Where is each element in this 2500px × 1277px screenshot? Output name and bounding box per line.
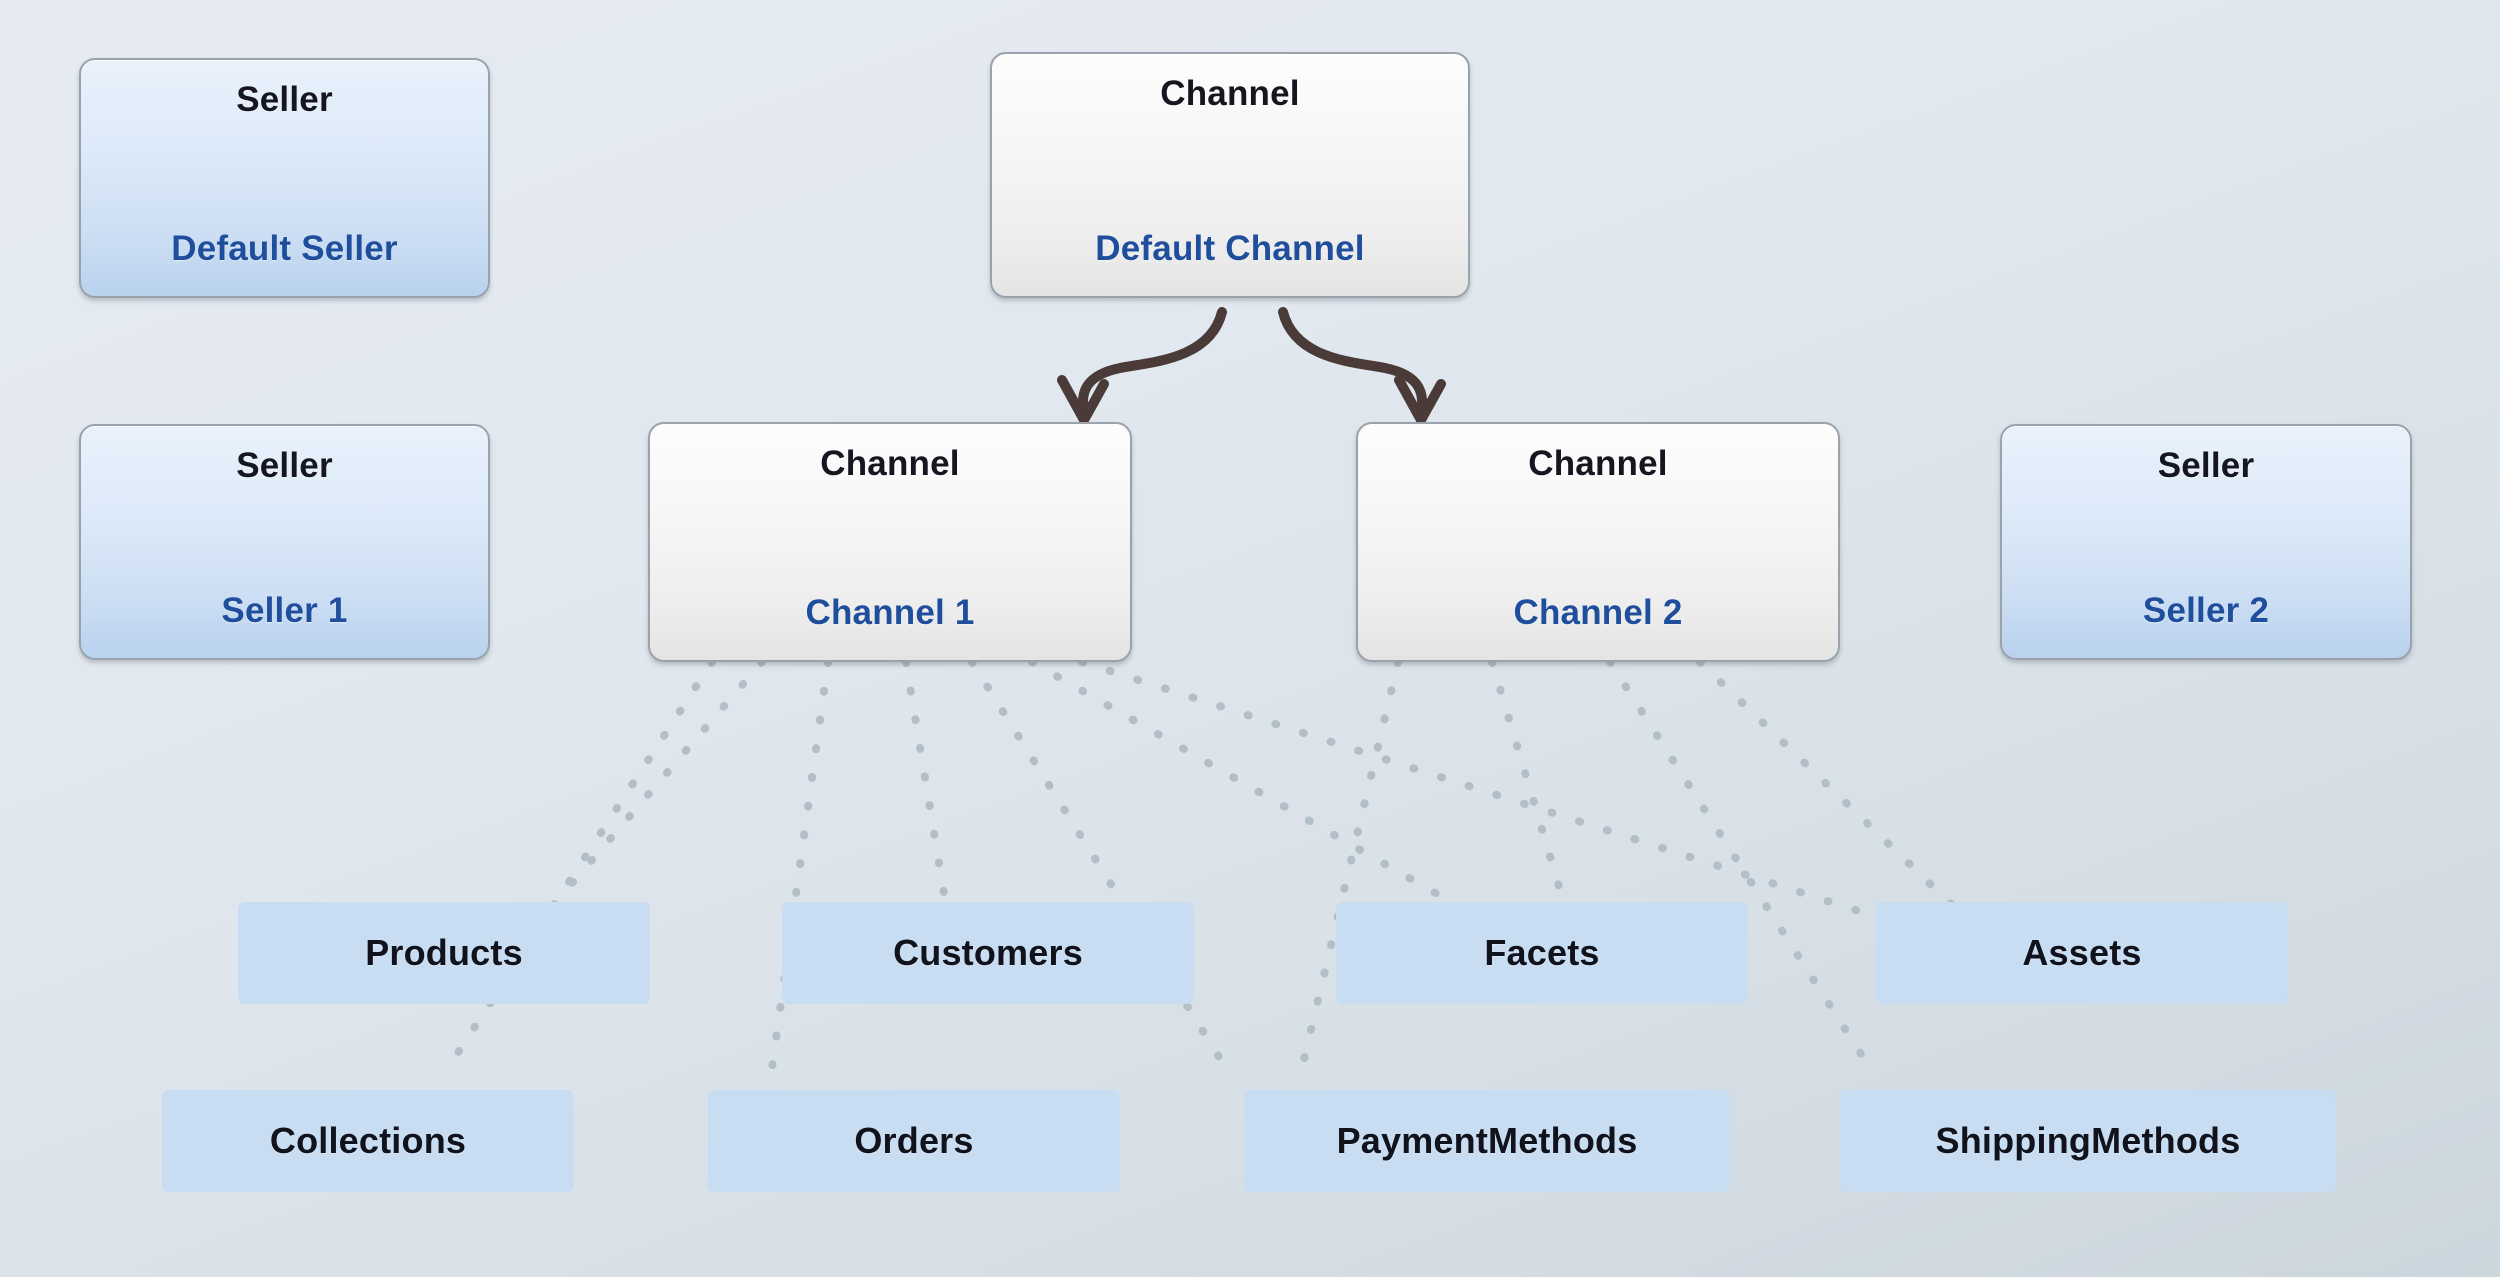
leaf-collections[interactable]: Collections [162, 1090, 574, 1192]
entity-type-label: Channel [1528, 444, 1668, 483]
entity-type-label: Seller [236, 446, 333, 485]
dotted-channel1-collections [444, 658, 716, 1072]
entity-name-label: Default Seller [171, 229, 398, 268]
leaf-facets[interactable]: Facets [1336, 902, 1748, 1004]
arrow-default-channel-to-channel2 [1278, 307, 1427, 417]
dotted-links-channel1 [444, 658, 1922, 1072]
entity-name-label: Default Channel [1095, 229, 1365, 268]
leaf-label: Customers [893, 932, 1083, 973]
dotted-channel1-paymentmethods [968, 658, 1230, 1072]
entity-type-label: Seller [2157, 446, 2255, 485]
leaf-label: Collections [269, 1120, 467, 1161]
dotted-channel2-assets [1696, 658, 1982, 934]
dotted-channel1-facets [1028, 658, 1504, 934]
leaf-assets[interactable]: Assets [1876, 902, 2288, 1004]
leaf-label: Assets [2022, 932, 2142, 973]
arrowhead-channel2 [1394, 375, 1446, 425]
entity-seller-2[interactable]: Seller Seller 2 [2000, 424, 2412, 660]
leaf-label: Orders [854, 1120, 974, 1161]
leaf-paymentmethods[interactable]: PaymentMethods [1244, 1090, 1730, 1192]
leaf-products[interactable]: Products [238, 902, 650, 1004]
dotted-channel1-orders [768, 658, 832, 1072]
dotted-channel2-facets [1488, 658, 1576, 934]
dotted-channel1-products [528, 658, 766, 934]
dotted-channel1-customers [902, 658, 954, 934]
dotted-links-channel2 [1298, 658, 1982, 1072]
entity-channel-2[interactable]: Channel Channel 2 [1356, 422, 1840, 662]
entity-name-label: Channel 2 [1513, 593, 1683, 632]
entity-channel-1[interactable]: Channel Channel 1 [648, 422, 1132, 662]
leaf-label: PaymentMethods [1336, 1120, 1638, 1161]
leaf-orders[interactable]: Orders [708, 1090, 1120, 1192]
dotted-channel2-shippingmethods [1606, 658, 1874, 1072]
leaf-label: Products [365, 932, 523, 973]
entity-seller-1[interactable]: Seller Seller 1 [79, 424, 490, 660]
entity-type-label: Channel [1160, 74, 1300, 113]
entity-default-seller[interactable]: Seller Default Seller [79, 58, 490, 298]
entity-default-channel[interactable]: Channel Default Channel [990, 52, 1470, 298]
leaf-shippingmethods[interactable]: ShippingMethods [1840, 1090, 2336, 1192]
entity-name-label: Seller 2 [2142, 591, 2270, 630]
leaf-label: Facets [1484, 932, 1600, 973]
dotted-channel1-assets [1078, 658, 1922, 934]
entity-name-label: Channel 1 [805, 593, 975, 632]
leaf-label: ShippingMethods [1935, 1120, 2241, 1161]
entity-name-label: Seller 1 [221, 591, 348, 630]
leaf-customers[interactable]: Customers [782, 902, 1194, 1004]
arrowhead-channel1 [1057, 375, 1109, 425]
dotted-channel2-paymentmethods [1298, 658, 1402, 1072]
entity-type-label: Channel [820, 444, 960, 483]
entity-type-label: Seller [236, 80, 333, 119]
arrow-default-channel-to-channel1 [1078, 307, 1227, 417]
